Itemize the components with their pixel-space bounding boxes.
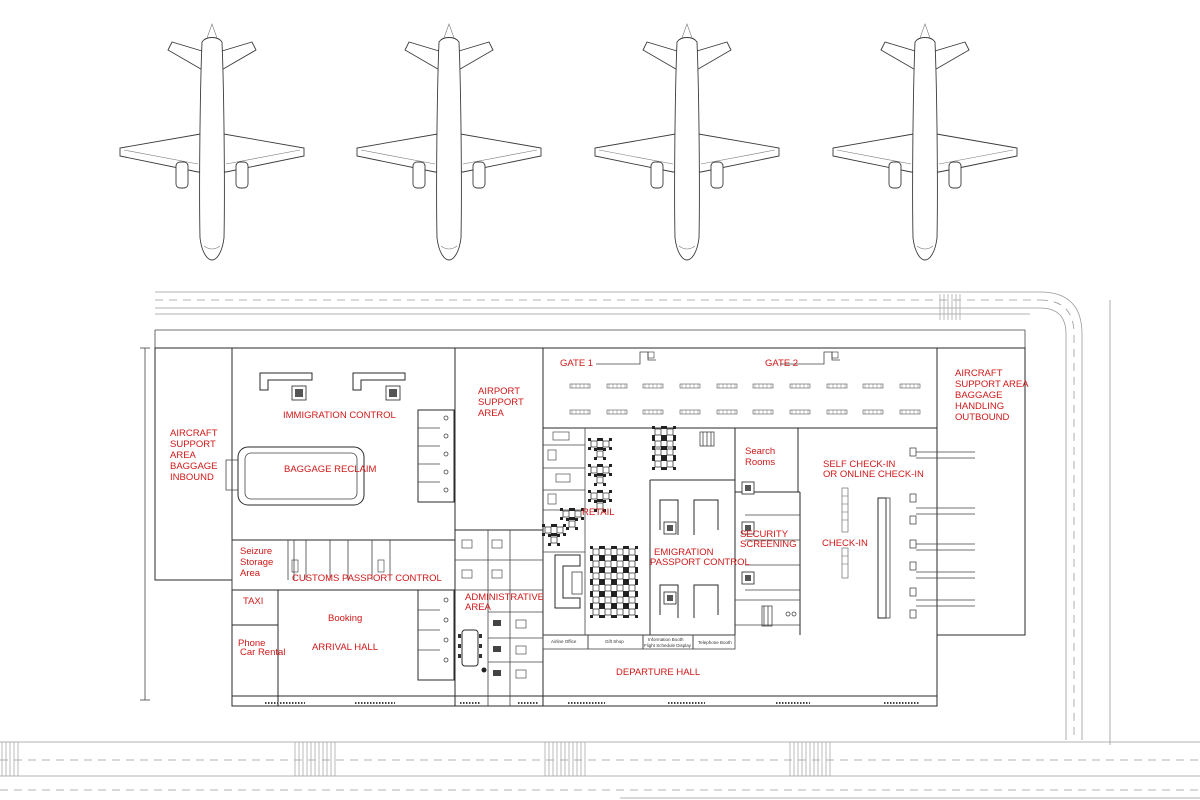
admin-furniture <box>455 530 543 706</box>
label-booking: Booking <box>328 613 362 624</box>
apron-roads <box>0 291 1200 799</box>
label-customs-passport-control: CUSTOMS PASSPORT CONTROL <box>292 573 442 584</box>
departure-booths <box>542 634 736 650</box>
label-airline-office: Airline Office <box>551 639 577 644</box>
label-search-rooms: Search Rooms <box>745 446 778 468</box>
label-check-in: CHECK-IN <box>822 538 868 549</box>
aircraft <box>119 23 305 261</box>
arrival-fixtures <box>225 372 455 681</box>
label-arrival-hall: ARRIVAL HALL <box>312 642 378 653</box>
label-administrative-area: ADMINISTRATIVE AREA <box>465 592 547 613</box>
label-security-screening: SECURITY SCREENING <box>740 529 796 550</box>
label-emigration-passport-control: EMIGRATION PASSPORT CONTROL <box>650 547 750 568</box>
gate-seating <box>569 351 921 415</box>
label-seizure-storage: Seizure Storage Area <box>240 546 276 579</box>
label-taxi: TAXI <box>243 596 263 607</box>
room-labels: GATE 1 GATE 2 AIRCRAFT SUPPORT AREA BAGG… <box>170 358 1031 678</box>
retail-furniture <box>542 426 715 635</box>
label-telephone-booth: Telephone Booth <box>698 640 732 645</box>
checkin-fixtures <box>841 447 975 619</box>
label-self-check-in: SELF CHECK-IN OR ONLINE CHECK-IN <box>823 459 924 480</box>
label-gate-2: GATE 2 <box>765 358 798 369</box>
label-information-booth: Information Booth Flight Schedule Displa… <box>644 637 692 648</box>
label-gift-shop: Gift Shop <box>605 639 624 644</box>
emigration-fixtures <box>659 481 800 627</box>
aircraft <box>832 23 1018 261</box>
label-aircraft-support-outbound: AIRCRAFT SUPPORT AREA BAGGAGE HANDLING O… <box>955 368 1031 423</box>
aircraft-row <box>119 23 1018 261</box>
label-aircraft-support-inbound: AIRCRAFT SUPPORT AREA BAGGAGE INBOUND <box>170 428 220 483</box>
aircraft <box>356 23 542 261</box>
label-immigration-control: IMMIGRATION CONTROL <box>283 410 396 421</box>
label-car-rental: Car Rental <box>240 647 285 658</box>
label-departure-hall: DEPARTURE HALL <box>616 667 700 678</box>
label-phone: Phone <box>238 638 265 649</box>
label-baggage-reclaim: BAGGAGE RECLAIM <box>284 464 376 475</box>
terminal-walls <box>140 329 1026 707</box>
label-retail: RETAIL <box>582 507 615 518</box>
label-airport-support-area: AIRPORT SUPPORT AREA <box>478 386 526 419</box>
label-gate-1: GATE 1 <box>560 358 593 369</box>
aircraft <box>594 23 780 261</box>
